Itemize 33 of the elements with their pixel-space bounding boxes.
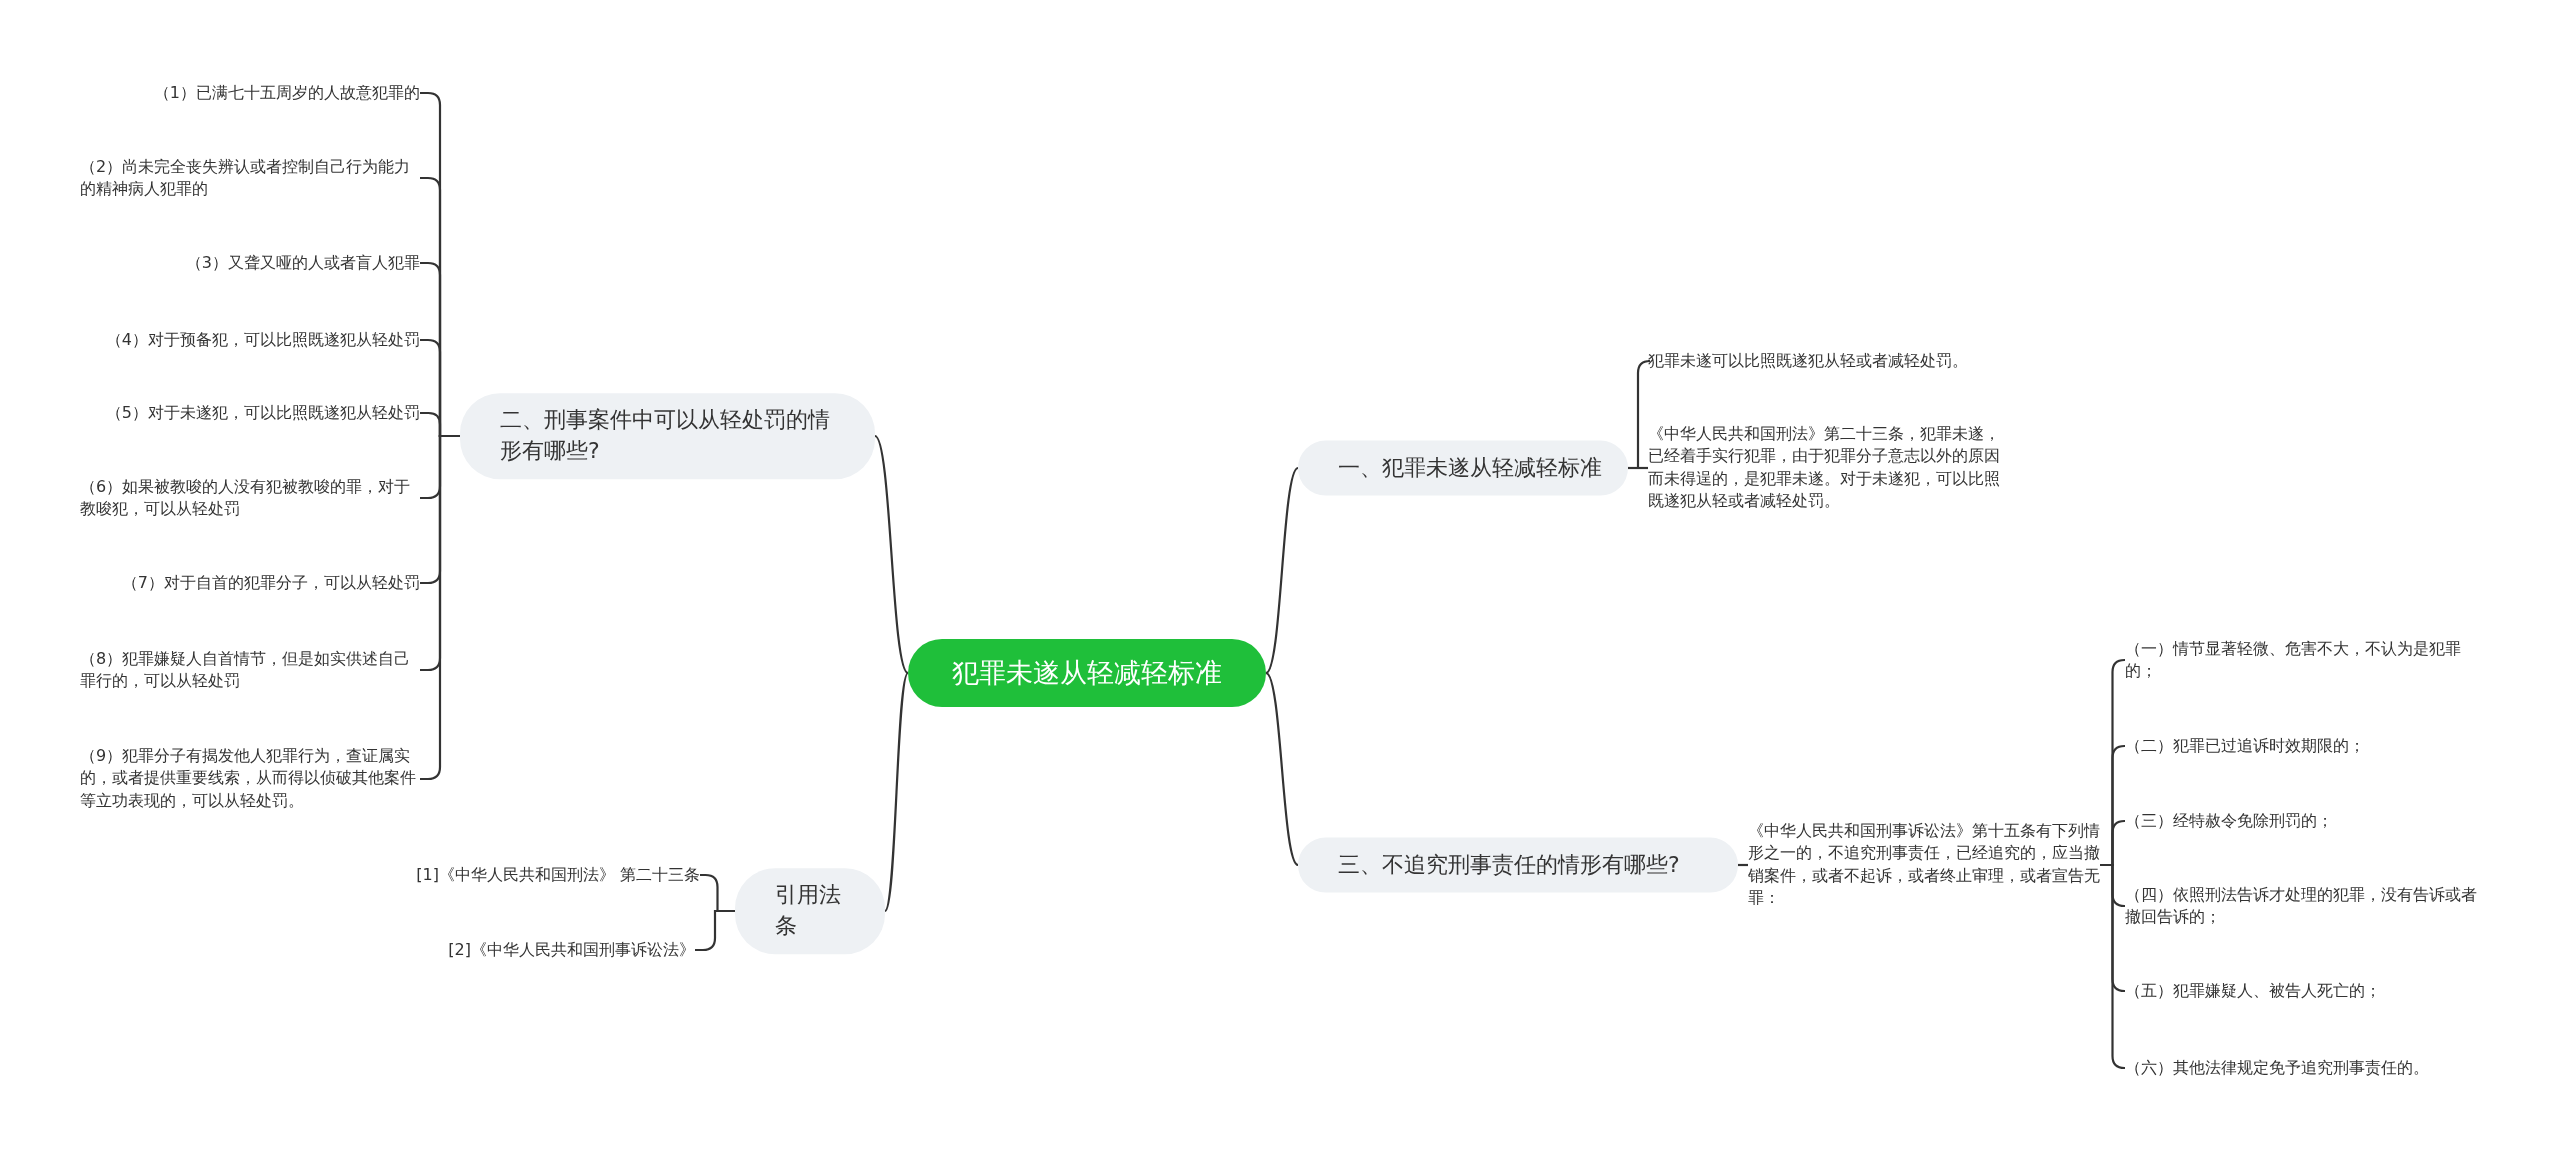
- leaf-text: （三）经特赦令免除刑罚的；: [2125, 809, 2490, 833]
- leaf-text: 《中华人民共和国刑事诉讼法》第十五条有下列情形之一的，不追究刑事责任，已经追究的，应当撤销案件，或者不起诉，或者终止审理，或者宣告无罪：: [1748, 820, 2100, 910]
- connector-line: [695, 909, 735, 952]
- leaf-text: （9）犯罪分子有揭发他人犯罪行为，查证属实的，或者提供重要线索，从而得以侦破其他案件等立功表现的，可以从轻处罚。: [80, 745, 420, 813]
- connector-line: [1265, 467, 1299, 674]
- leaf-text: （一）情节显著轻微、危害不大，不认为是犯罪的；: [2125, 637, 2490, 683]
- leaf-text: （5）对于未遂犯，可以比照既遂犯从轻处罚: [105, 401, 420, 425]
- leaf-text: （6）如果被教唆的人没有犯被教唆的罪，对于教唆犯，可以从轻处罚: [80, 475, 420, 521]
- topic-pill: 三、不追究刑事责任的情形有哪些?: [1298, 837, 1738, 893]
- connector-line: [1628, 466, 1648, 470]
- leaf-text: [2]《中华人民共和国刑事诉讼法》: [448, 938, 695, 962]
- leaf-text: （二）犯罪已过追诉时效期限的；: [2125, 734, 2490, 758]
- leaf-text: （7）对于自首的犯罪分子，可以从轻处罚: [121, 571, 420, 595]
- leaf-text: 犯罪未遂可以比照既遂犯从轻或者减轻处罚。: [1648, 349, 2048, 373]
- topic-pill: 一、犯罪未遂从轻减轻标准: [1298, 440, 1628, 496]
- topic-pill: 二、刑事案件中可以从轻处罚的情形有哪些?: [460, 393, 875, 479]
- leaf-text: （四）依照刑法告诉才处理的犯罪，没有告诉或者撤回告诉的；: [2125, 883, 2490, 929]
- leaf-text: （3）又聋又哑的人或者盲人犯罪: [185, 251, 420, 275]
- leaf-text: （五）犯罪嫌疑人、被告人死亡的；: [2125, 979, 2490, 1003]
- connector-line: [884, 672, 909, 912]
- leaf-text: （4）对于预备犯，可以比照既遂犯从轻处罚: [105, 328, 420, 352]
- leaf-text: [1]《中华人民共和国刑法》 第二十三条: [416, 863, 700, 887]
- topic-pill: 引用法条: [735, 868, 885, 954]
- leaf-text: （六）其他法律规定免予追究刑事责任的。: [2125, 1056, 2490, 1080]
- connector-line: [2100, 863, 2126, 1070]
- leaf-text: 《中华人民共和国刑法》第二十三条，犯罪未遂，已经着手实行犯罪，由于犯罪分子意志以外的原因而未得逞的，是犯罪未遂。对于未遂犯，可以比照既遂犯从轻或者减轻处罚。: [1648, 423, 2008, 513]
- connector-line: [1738, 863, 1748, 867]
- central-topic: 犯罪未遂从轻减轻标准: [908, 639, 1266, 707]
- connector-line: [1265, 672, 1299, 866]
- leaf-text: （8）犯罪嫌疑人自首情节，但是如实供述自己罪行的，可以从轻处罚: [80, 647, 420, 693]
- leaf-text: （1）已满七十五周岁的人故意犯罪的: [153, 81, 420, 105]
- connector-line: [874, 435, 909, 674]
- leaf-text: （2）尚未完全丧失辨认或者控制自己行为能力的精神病人犯罪的: [80, 155, 420, 201]
